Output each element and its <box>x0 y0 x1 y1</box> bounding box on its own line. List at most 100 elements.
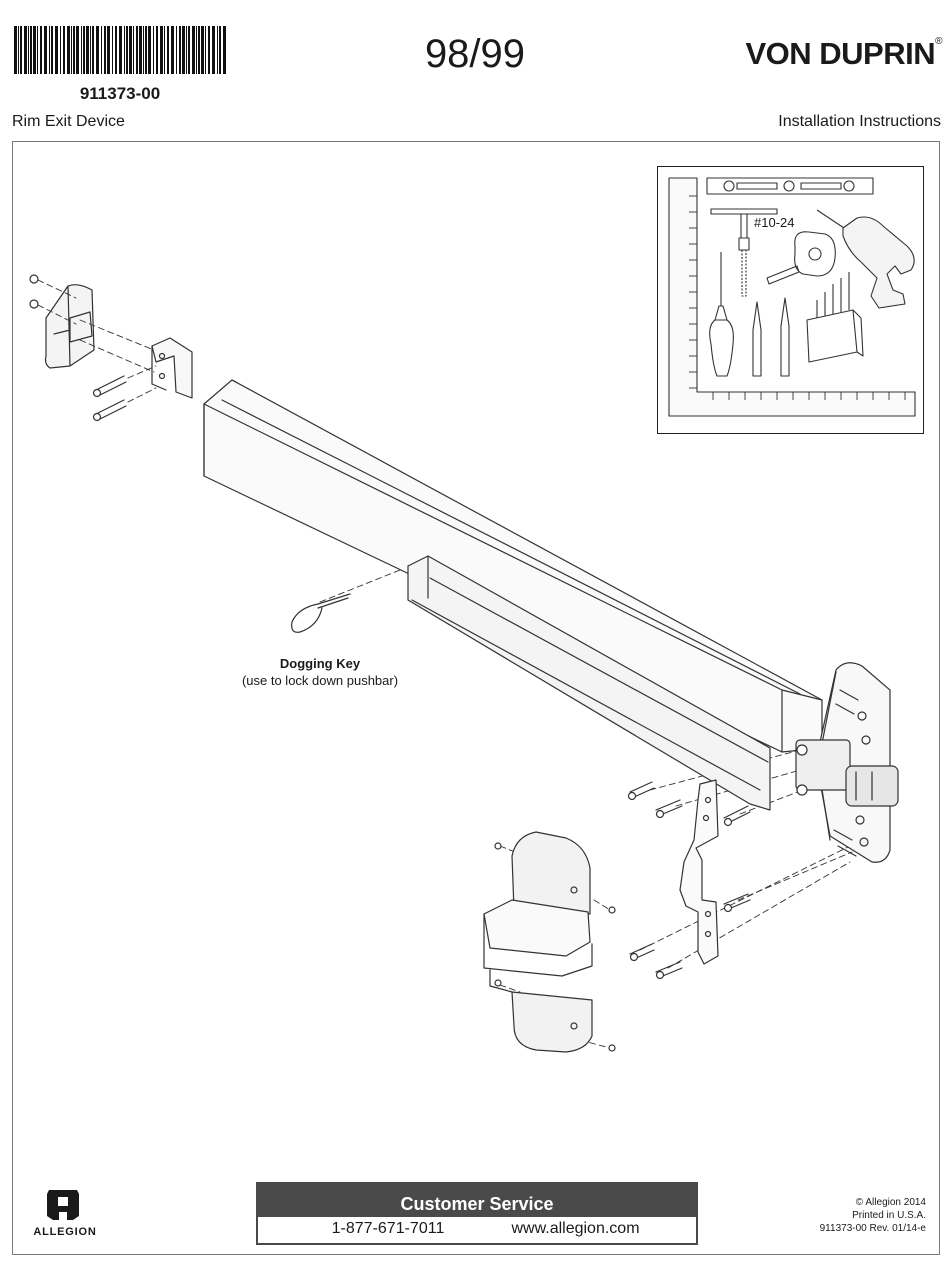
barcode-bar <box>148 26 151 74</box>
barcode-bar <box>14 26 17 74</box>
barcode-bar <box>179 26 181 74</box>
barcode-bar <box>153 26 154 74</box>
dogging-key-label: Dogging Key <box>279 656 361 671</box>
barcode-bar <box>104 26 106 74</box>
copyright-block: © Allegion 2014 Printed in U.S.A. 911373… <box>820 1196 926 1235</box>
model-number: 98/99 <box>424 32 526 76</box>
part-number: 911373-00 <box>79 84 161 103</box>
tape-measure-icon <box>766 231 836 285</box>
barcode-bar <box>107 26 110 74</box>
barcode-bar <box>115 26 117 74</box>
barcode-bar <box>86 26 89 74</box>
barcode-bar <box>83 26 85 74</box>
barcode-bar <box>129 26 132 74</box>
barcode-bar <box>90 26 91 74</box>
mechanism-cover <box>483 831 616 1053</box>
tap-wrench-icon <box>710 208 778 297</box>
barcode-bar <box>73 26 75 74</box>
barcode-bar <box>30 26 32 74</box>
barcode-bar <box>76 26 79 74</box>
tools-required-box <box>657 166 924 434</box>
allegion-logo-icon <box>47 1190 79 1220</box>
screwdriver-icon <box>709 252 734 377</box>
barcode-bar <box>160 26 163 74</box>
barcode-bar <box>164 26 165 74</box>
barcode-bar <box>44 26 47 74</box>
level-icon <box>706 177 874 195</box>
illustration-frame <box>12 141 940 1255</box>
barcode-bar <box>171 26 174 74</box>
customer-service-title: Customer Service <box>258 1184 696 1217</box>
barcode-bar <box>18 26 19 74</box>
dogging-key <box>291 593 351 633</box>
pencil-icon <box>752 297 790 377</box>
barcode-bar <box>182 26 185 74</box>
barcode-bar <box>67 26 70 74</box>
barcode-bar <box>208 26 210 74</box>
barcode-bar <box>51 26 53 74</box>
ruler-icon <box>668 177 916 417</box>
barcode-bar <box>71 26 72 74</box>
barcode-bar <box>33 26 36 74</box>
barcode-bar <box>223 26 226 74</box>
barcode-bar <box>136 26 138 74</box>
barcode-bar <box>198 26 200 74</box>
barcode-bar <box>55 26 58 74</box>
barcode-bar <box>196 26 197 74</box>
tap-size-label: #10-24 <box>754 215 795 230</box>
customer-service-website: www.allegion.com <box>511 1220 640 1237</box>
barcode-bar <box>81 26 82 74</box>
barcode-bar <box>186 26 187 74</box>
copyright-line: © Allegion 2014 <box>855 1197 926 1208</box>
barcode-bar <box>126 26 128 74</box>
push-pad <box>407 555 771 811</box>
barcode-bar <box>28 26 29 74</box>
allegion-wordmark: ALLEGION <box>33 1226 97 1238</box>
barcode-bar <box>205 26 206 74</box>
end-cap-bracket <box>44 284 95 369</box>
barcode-bar <box>40 26 42 74</box>
drill-bits-icon <box>806 272 864 363</box>
barcode-bar <box>92 26 94 74</box>
brand-name: VON DUPRIN <box>745 36 936 71</box>
barcode-bar <box>60 26 61 74</box>
barcode-bar <box>37 26 38 74</box>
barcode-bar <box>219 26 221 74</box>
barcode-bar <box>156 26 158 74</box>
printed-line: Printed in U.S.A. <box>852 1210 926 1221</box>
barcode-bar <box>101 26 102 74</box>
brand-logo: VON DUPRIN® <box>712 36 942 72</box>
end-cap-screws <box>29 274 39 309</box>
barcode-bar <box>119 26 122 74</box>
document-type: Installation Instructions <box>778 113 941 130</box>
barcode-bar <box>217 26 218 74</box>
tools-illustration <box>668 177 916 417</box>
customer-service-phone: 1-877-671-7011 <box>331 1220 445 1237</box>
barcode-bar <box>201 26 204 74</box>
barcode-bar <box>63 26 65 74</box>
drill-icon <box>816 209 915 309</box>
barcode-bar <box>145 26 147 74</box>
barcode-bar <box>96 26 99 74</box>
barcode <box>14 26 226 74</box>
barcode-bar <box>139 26 142 74</box>
barcode-bar <box>124 26 125 74</box>
customer-service-box: Customer Service 1-877-671-7011 www.alle… <box>256 1182 698 1245</box>
barcode-bar <box>24 26 27 74</box>
barcode-bar <box>212 26 215 74</box>
strike-bracket <box>679 779 719 965</box>
barcode-bar <box>143 26 144 74</box>
barcode-bar <box>20 26 22 74</box>
mechanism-assembly <box>795 662 899 863</box>
bracket-screws <box>92 375 127 422</box>
barcode-bar <box>112 26 113 74</box>
barcode-bar <box>49 26 50 74</box>
mechanism-screws <box>627 781 751 980</box>
dogging-key-note: (use to lock down pushbar) <box>241 673 399 688</box>
mounting-bracket <box>151 337 193 399</box>
barcode-bar <box>133 26 134 74</box>
registered-mark: ® <box>935 36 942 47</box>
push-bar-rail <box>203 379 823 753</box>
product-name: Rim Exit Device <box>12 113 125 130</box>
